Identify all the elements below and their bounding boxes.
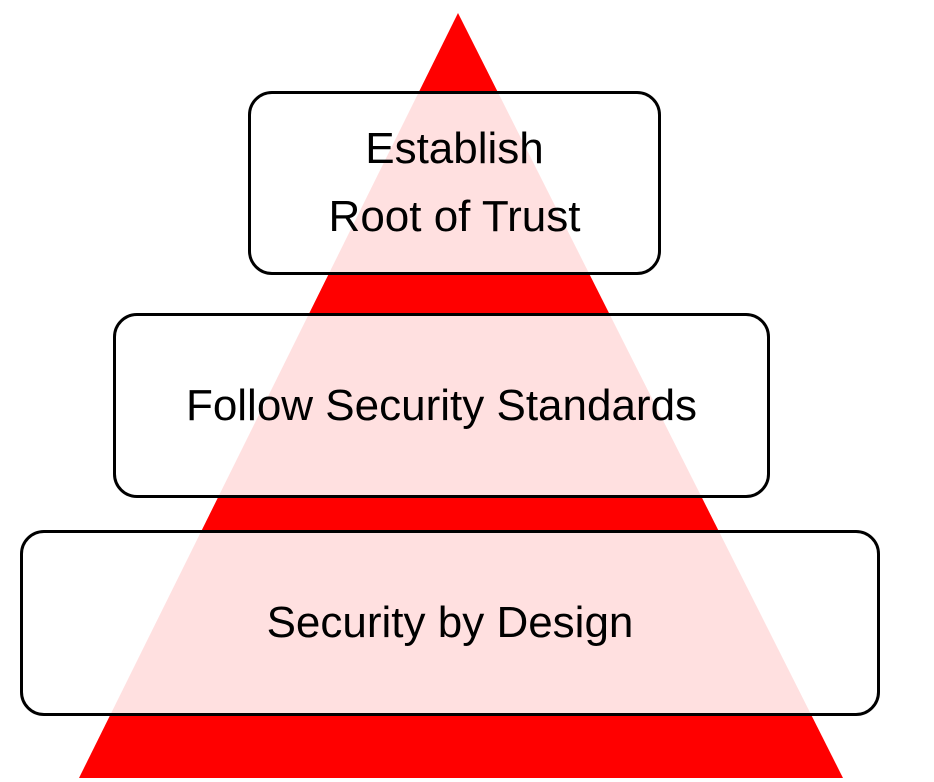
tier-security-by-design-label: Security by Design (266, 598, 634, 647)
tier-security-standards: Follow Security Standards (113, 313, 770, 498)
tier-root-of-trust-line1: Establish (365, 124, 544, 173)
tier-security-by-design: Security by Design (20, 530, 880, 716)
tier-root-of-trust-line2: Root of Trust (328, 192, 581, 241)
tier-security-standards-label: Follow Security Standards (185, 380, 698, 430)
tier-root-of-trust: Establish Root of Trust (248, 91, 661, 275)
